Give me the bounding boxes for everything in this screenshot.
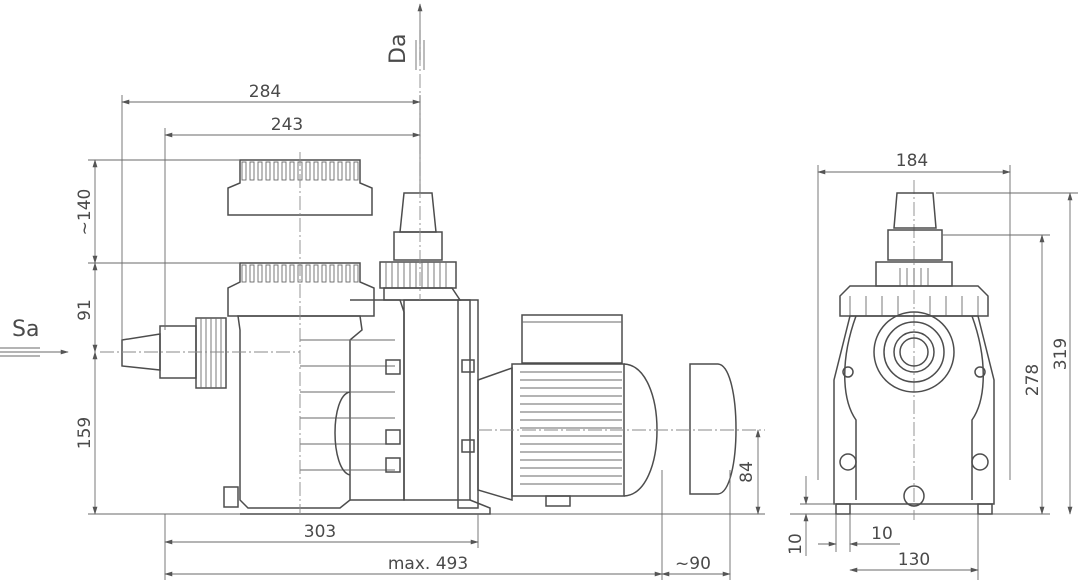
dim-130: 130	[898, 550, 930, 570]
dim-84: 84	[737, 461, 757, 483]
grip-rib	[281, 161, 287, 181]
grip-rib	[329, 264, 335, 283]
grip-rib	[321, 264, 327, 283]
grip-rib	[313, 264, 319, 283]
inlet-fitting	[121, 317, 227, 389]
grip-rib	[249, 264, 255, 283]
dim-159: 159	[75, 417, 95, 449]
grip-rib	[337, 161, 343, 181]
grip-rib	[249, 161, 255, 181]
dim-184: 184	[896, 151, 928, 171]
side-view: Sa Da 284 243 ~140 91 159 84 303	[0, 3, 765, 580]
dim-319: 319	[1051, 338, 1071, 370]
dim-284: 284	[249, 82, 281, 102]
grip-rib	[241, 264, 247, 283]
grip-rib	[313, 161, 319, 181]
grip-rib	[353, 161, 359, 181]
grip-rib	[273, 264, 279, 283]
grip-rib	[305, 264, 311, 283]
dim-243: 243	[271, 115, 303, 135]
strainer-housing	[223, 262, 395, 509]
dim-max-493: max. 493	[388, 554, 468, 574]
pump-body	[240, 299, 491, 515]
grip-rib	[257, 264, 263, 283]
dim-10-vertical: 10	[786, 533, 806, 555]
dim-278: 278	[1023, 364, 1043, 396]
grip-rib	[329, 161, 335, 181]
dim-10-horizontal: 10	[871, 524, 893, 544]
grip-rib	[305, 161, 311, 181]
dim-303: 303	[304, 522, 336, 542]
grip-rib	[289, 161, 295, 181]
grip-rib	[289, 264, 295, 283]
grip-rib	[321, 161, 327, 181]
fan-cover-clearance	[689, 363, 737, 495]
grip-rib	[345, 264, 351, 283]
grip-rib	[265, 161, 271, 181]
grip-rib	[273, 161, 279, 181]
grip-rib	[345, 161, 351, 181]
dim-91: 91	[75, 299, 95, 321]
motor	[477, 314, 658, 507]
grip-rib	[353, 264, 359, 283]
grip-rib	[257, 161, 263, 181]
grip-rib	[241, 161, 247, 181]
outlet-label: Da	[386, 34, 411, 64]
grip-rib	[265, 264, 271, 283]
dim-140: ~140	[75, 189, 95, 236]
outlet-fitting	[379, 192, 462, 301]
grip-rib	[281, 264, 287, 283]
inlet-label: Sa	[12, 317, 39, 342]
front-view: 184 278 319 10 10 130	[786, 151, 1078, 580]
grip-rib	[337, 264, 343, 283]
dim-90: ~90	[675, 554, 711, 574]
